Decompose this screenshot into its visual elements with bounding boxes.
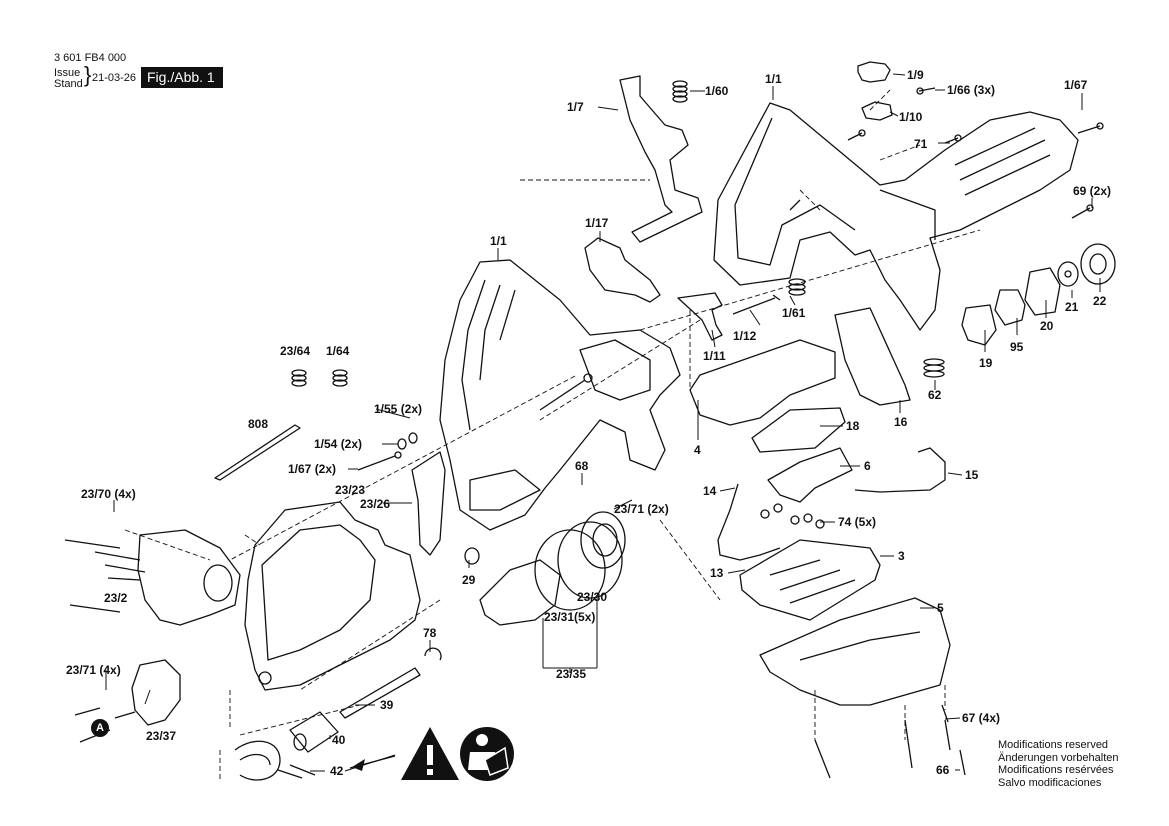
callout-62: 62 — [928, 388, 942, 402]
callout-1-12: 1/12 — [733, 329, 757, 343]
callout-23-37: 23/37 — [146, 729, 177, 743]
callout-3: 3 — [898, 549, 905, 563]
callout-1-1-mid: 1/1 — [490, 234, 507, 248]
callout-1-61: 1/61 — [782, 306, 806, 320]
callout-21: 21 — [1065, 300, 1079, 314]
callout-1-7: 1/7 — [567, 100, 584, 114]
callout-69: 69 (2x) — [1073, 184, 1112, 198]
read-manual-icon — [460, 727, 514, 781]
modifications-notice: Modifications reserved Änderungen vorbeh… — [998, 739, 1118, 789]
callout-1-67-top: 1/67 — [1064, 78, 1088, 92]
callout-1-10: 1/10 — [899, 110, 923, 124]
notice-es: Salvo modificaciones — [998, 776, 1102, 789]
callout-22: 22 — [1093, 294, 1107, 308]
callout-1-67-2x: 1/67 (2x) — [288, 462, 337, 476]
figure-label: Fig./Abb. 1 — [141, 67, 223, 88]
callout-23-70: 23/70 (4x) — [81, 487, 136, 501]
callout-6: 6 — [864, 459, 871, 473]
stand-label: Stand — [54, 78, 83, 90]
notice-en: Modifications reserved — [998, 739, 1109, 751]
callout-23-2: 23/2 — [104, 591, 128, 605]
callout-19: 19 — [979, 356, 993, 370]
callout-29: 29 — [462, 573, 476, 587]
callout-1-60: 1/60 — [705, 84, 729, 98]
warning-triangle-icon — [401, 727, 459, 780]
callout-39: 39 — [380, 698, 394, 712]
callout-808: 808 — [248, 417, 269, 431]
callout-1-9: 1/9 — [907, 68, 924, 82]
callout-23-64: 23/64 — [280, 344, 311, 358]
callout-1-64: 1/64 — [326, 344, 350, 358]
notice-de: Änderungen vorbehalten — [998, 751, 1119, 764]
callout-67-4x: 67 (4x) — [962, 711, 1001, 725]
callout-42: 42 — [330, 764, 344, 778]
callout-23-30: 23/30 — [577, 590, 608, 604]
notice-fr: Modifications resérvées — [998, 764, 1114, 776]
callout-20: 20 — [1040, 319, 1054, 333]
callout-95: 95 — [1010, 340, 1024, 354]
callout-1-17: 1/17 — [585, 216, 609, 230]
callout-4: 4 — [694, 443, 701, 457]
callout-1-11: 1/11 — [703, 349, 726, 363]
callout-14: 14 — [703, 484, 717, 498]
callout-23-31: 23/31(5x) — [544, 610, 596, 624]
issue-label: Issue — [54, 67, 81, 79]
callout-40: 40 — [332, 733, 346, 747]
callout-71: 71 — [914, 137, 928, 151]
part-number: 3 601 FB4 000 — [54, 52, 127, 64]
callout-23-23: 23/23 — [335, 483, 366, 497]
header-brace: } — [84, 62, 92, 87]
callout-15: 15 — [965, 468, 979, 482]
annotation-marker-a: A — [91, 719, 109, 737]
callout-66: 66 — [936, 763, 950, 777]
callout-23-26: 23/26 — [360, 497, 391, 511]
callout-16: 16 — [894, 415, 908, 429]
callout-74: 74 (5x) — [838, 515, 877, 529]
callout-1-55: 1/55 (2x) — [374, 402, 423, 416]
callout-18: 18 — [846, 419, 860, 433]
callout-5: 5 — [937, 601, 944, 615]
callout-1-54: 1/54 (2x) — [314, 437, 363, 451]
callout-13: 13 — [710, 566, 724, 580]
callout-78: 78 — [423, 626, 437, 640]
callout-1-1-top: 1/1 — [765, 72, 782, 86]
callout-23-71-2x: 23/71 (2x) — [614, 502, 669, 516]
callout-1-66: 1/66 (3x) — [947, 83, 996, 97]
issue-date: 21-03-26 — [92, 72, 137, 84]
callout-68: 68 — [575, 459, 589, 473]
callout-23-71-4x: 23/71 (4x) — [66, 663, 121, 677]
callout-23-35: 23/35 — [556, 667, 587, 681]
